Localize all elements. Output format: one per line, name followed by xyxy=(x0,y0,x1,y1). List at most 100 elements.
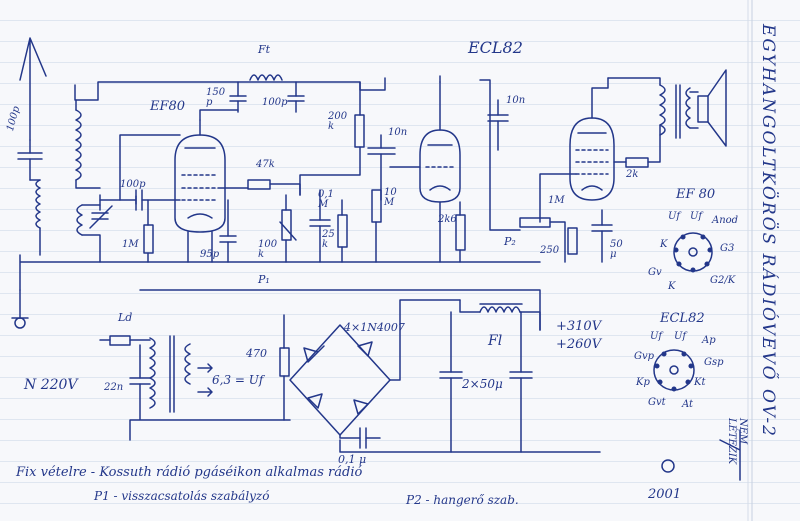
label-bridge: 4×1N4007 xyxy=(344,321,405,334)
label-fl: Fl xyxy=(488,333,503,349)
label-r2k: 2k xyxy=(626,169,639,180)
ecl82-pin-uf1: Uf xyxy=(650,331,663,342)
speaker-symbol xyxy=(689,69,727,147)
ef80-pin-k1: K xyxy=(660,239,668,250)
ef80-pin-g2k: G2/K xyxy=(710,275,736,286)
mains-primary xyxy=(149,337,156,409)
antenna-coil xyxy=(35,179,41,229)
cap-100p-top xyxy=(287,81,305,113)
mains-capacitor xyxy=(129,377,151,385)
ecl82-pin-uf2: Uf xyxy=(674,331,687,342)
output-transformer xyxy=(659,84,666,136)
ecl82-pin-kp: Kp xyxy=(636,377,650,388)
label-r25k: 25 k xyxy=(322,229,335,250)
label-p1: P₁ xyxy=(258,273,270,286)
tube-ecl82-pentode xyxy=(569,117,615,201)
ef80-pin-gv: Gv xyxy=(648,267,662,278)
ground-symbol xyxy=(11,289,29,329)
coil-ft xyxy=(249,74,283,81)
resistor-470 xyxy=(279,347,290,377)
label-c50u: 50 μ xyxy=(610,239,623,260)
label-c01m: 0,1 M xyxy=(318,189,334,210)
ecl82-pin-ap: Ap xyxy=(702,335,716,346)
bridge-rectifier xyxy=(289,324,391,436)
tube-ecl82-triode xyxy=(419,81,461,203)
label-r1m-p2: 1M xyxy=(548,195,565,206)
cap-50u xyxy=(591,209,613,263)
footer-line-2a: P1 - visszacsatolás szabályzó xyxy=(94,489,270,503)
label-p2: P₂ xyxy=(504,235,516,248)
label-c10n-a: 10n xyxy=(388,127,408,138)
antenna-capacitor xyxy=(17,139,43,181)
label-r470: 470 xyxy=(246,347,267,360)
caps-2x50u xyxy=(439,311,533,453)
ef80-pin-anod: Anod xyxy=(712,215,739,226)
ecl82-pin-gvt: Gvt xyxy=(648,397,666,408)
cap-01u xyxy=(339,427,381,449)
side-title: EGYHANGOLTKÖRÖS RÁDIÓVEVŐ OV-2 xyxy=(758,24,778,438)
label-v260: +260V xyxy=(556,337,602,352)
label-c22n: 22n xyxy=(104,382,124,393)
resistor-47k xyxy=(247,179,271,190)
ecl82-pinout xyxy=(653,349,695,392)
ground-rail xyxy=(19,254,541,291)
coil-tuning xyxy=(76,204,83,236)
ecl82-pin-gvp: Gvp xyxy=(634,351,655,362)
cap-95p xyxy=(219,199,237,263)
label-c10n-b: 10n xyxy=(506,95,526,106)
tube-ef80 xyxy=(174,119,226,233)
label-r250: 250 xyxy=(540,245,560,256)
ecl82-pin-kt: Kt xyxy=(694,377,706,388)
label-r47k: 47k xyxy=(256,159,275,170)
resistor-1m-left xyxy=(143,224,154,254)
cap-10n-b xyxy=(487,99,509,151)
note-nem-letezik: NEM LÉTEZIK xyxy=(726,418,748,465)
label-mains: N 220V xyxy=(24,377,78,393)
label-caps-2x50: 2×50μ xyxy=(462,377,503,391)
label-c150p: 150 p xyxy=(206,87,226,108)
ef80-pin-k2: K xyxy=(668,281,676,292)
tuning-capacitor xyxy=(89,194,113,229)
label-r2k6: 2k6 xyxy=(438,214,457,225)
label-ef80-title: EF80 xyxy=(150,99,186,114)
ef80-pin-uf2: Uf xyxy=(690,211,703,222)
supply-rail xyxy=(99,289,541,341)
ef80-pinout xyxy=(673,232,713,273)
coil-input xyxy=(75,109,82,181)
label-c100p-grid: 100p xyxy=(120,179,146,190)
cap-01m xyxy=(309,189,331,263)
label-v310: +310V xyxy=(556,319,602,334)
label-c100p-top: 100p xyxy=(262,97,288,108)
label-ef80-pinout-title: EF 80 xyxy=(676,187,716,202)
label-fuse: Ld xyxy=(118,311,133,324)
resistor-250 xyxy=(567,227,578,255)
label-ecl82-title: ECL82 xyxy=(468,38,523,57)
ef80-pin-g3: G3 xyxy=(720,243,735,254)
footer-line-2b: P2 - hangerő szab. xyxy=(406,493,519,507)
footer-line-1: Fix vételre - Kossuth rádió pgáséikon al… xyxy=(16,465,363,480)
label-r10m: 10 M xyxy=(384,187,397,208)
label-r100k: 100 k xyxy=(258,239,278,260)
filter-coil xyxy=(479,306,521,313)
fuse xyxy=(109,335,131,346)
label-r200k: 200 k xyxy=(328,111,348,132)
label-ecl82-pinout-title: ECL82 xyxy=(660,311,705,326)
cap-10n-a xyxy=(367,134,396,201)
resistor-2k xyxy=(625,157,649,168)
label-c01u: 0,1 μ xyxy=(338,453,367,466)
label-c95p: 95p xyxy=(200,249,220,260)
resistor-200k xyxy=(354,114,365,148)
ecl82-pin-at: At xyxy=(682,399,694,410)
resistor-2k6 xyxy=(455,214,466,251)
ef80-pin-uf1: Uf xyxy=(668,211,681,222)
top-rail xyxy=(74,77,386,101)
ecl82-pin-gsp: Gsp xyxy=(704,357,724,368)
label-r1m-left: 1M xyxy=(122,239,139,250)
doodle xyxy=(661,459,675,473)
cap-150p xyxy=(229,81,247,113)
antenna-symbol xyxy=(19,37,47,141)
label-heater: 6,3 = Uf xyxy=(212,373,264,387)
pot-p2 xyxy=(519,217,551,228)
